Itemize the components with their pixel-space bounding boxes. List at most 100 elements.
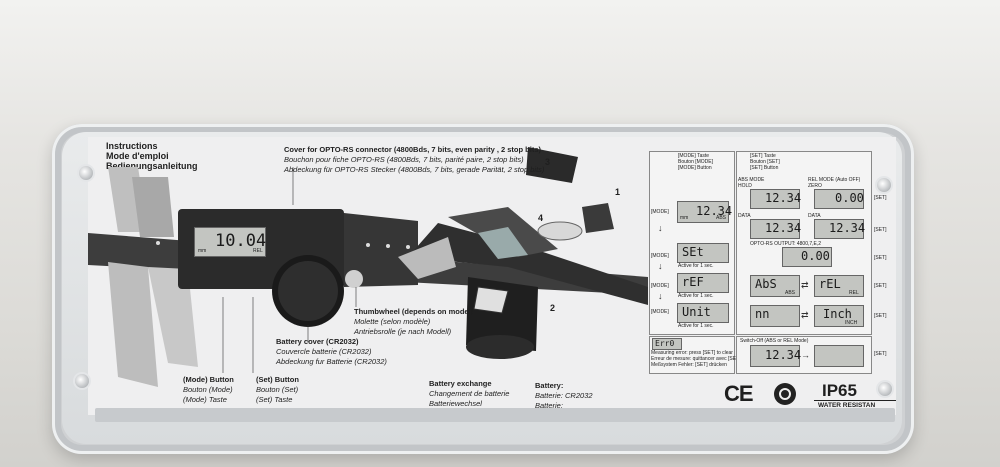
set-lcd-hold: 12.34 — [750, 189, 802, 209]
battery-cover-caption-de: Abdeckung fur Batterie (CR2032) — [276, 357, 387, 366]
mode-lcd-unit-value: Unit — [682, 305, 711, 319]
down-arrow-icon: ↓ — [658, 261, 663, 271]
opto-output-label: OPTO-RS OUTPUT: 4800,7,E,2 — [750, 241, 822, 247]
mode-lcd-unit-note: Active for 1 sec. — [678, 323, 714, 329]
thumbwheel-caption-fr: Molette (selon modèle) — [354, 317, 431, 326]
cover-caption-fr: Bouchon pour fiche OPTO-RS (4800Bds, 7 b… — [284, 155, 524, 164]
rel-mode-label: REL MODE (Auto OFF) — [808, 177, 861, 183]
mode-lcd-abs: 12.34 mm ABS — [677, 201, 733, 223]
caliper-lcd-mm: mm — [198, 248, 207, 254]
caliper-illustration — [88, 147, 648, 387]
mode-lcd-set: SEt — [677, 243, 729, 263]
exchange-arrow-icon: ⇄ — [801, 310, 809, 320]
step-1: 1 — [615, 187, 621, 197]
cover-caption-de: Abdeckung für OPTO-RS Stecker (4800Bds, … — [284, 165, 545, 174]
case-lip — [95, 408, 895, 422]
set-label-1: [SET] — [874, 195, 887, 201]
title-en: Instructions — [106, 141, 158, 151]
down-arrow-icon: ↓ — [658, 291, 663, 301]
set-header-de: [SET] Taste — [750, 153, 776, 159]
error-lcd: Err0 — [652, 338, 682, 350]
set-button-caption-fr: Bouton (Set) — [256, 385, 299, 394]
step-2: 2 — [550, 303, 556, 313]
instruction-sheet: Instructions Mode d'emploi Bedienungsanl… — [88, 137, 896, 415]
thumbwheel-caption-en: Thumbwheel (depends on model) — [354, 307, 474, 316]
set-lcd-mm: nn — [750, 305, 800, 327]
mode-lcd-ref-value: rEF — [682, 275, 704, 289]
set-header-fr: Bouton [SET] — [750, 159, 780, 165]
title-de: Bedienungsanleitung — [106, 161, 198, 171]
set-lcd-data-abs-value: 12.34 — [765, 221, 802, 235]
error-line-de: Meßsystem Fehler: [SET] drücken — [651, 362, 727, 368]
battery-caption-en: Battery: — [535, 381, 564, 390]
set-button-caption-de: (Set) Taste — [256, 395, 293, 404]
battery-caption-de: Batterie: — [535, 401, 563, 410]
rivet-bottom-left — [75, 374, 89, 388]
mode-lcd-abs-unit: mm — [680, 215, 689, 221]
mode-label-3: [MODE] — [651, 283, 669, 289]
mode-button-caption-fr: Bouton (Mode) — [183, 385, 233, 394]
caliper-lcd-rel: REL — [253, 248, 263, 254]
mode-label-1: [MODE] — [651, 209, 669, 215]
battery-cover-caption-en: Battery cover (CR2032) — [276, 337, 359, 346]
down-arrow-icon: ↓ — [658, 223, 663, 233]
set-lcd-abs: AbS ABS — [750, 275, 800, 297]
cover-caption-en: Cover for OPTO-RS connector (4800Bds, 7 … — [284, 145, 542, 154]
set-lcd-abs-value: AbS — [755, 277, 777, 291]
battery-exchange-caption-fr: Changement de batterie — [429, 389, 510, 398]
battery-exchange-caption-de: Batteriewechsel — [429, 399, 482, 408]
set-lcd-inch-value: Inch — [823, 307, 852, 321]
set-label-3: [SET] — [874, 255, 887, 261]
set-label-6: [SET] — [874, 351, 887, 357]
mode-button-caption-en: (Mode) Button — [183, 375, 234, 384]
exchange-arrow-icon: ⇄ — [801, 280, 809, 290]
error-line-fr: Erreur de mesure: quittancer avec [SET] — [651, 356, 741, 362]
error-line-en: Measuring error: press [SET] to clear — [651, 350, 733, 356]
switch-off-label: Switch-Off (ABS or REL Mode) — [740, 338, 809, 344]
set-lcd-abs-tag: ABS — [785, 290, 796, 296]
ip65-mark: IP65 — [822, 381, 857, 400]
water-resistant-label: WATER RESISTAN — [818, 402, 876, 409]
set-lcd-inch-tag: INCH — [845, 320, 858, 326]
mode-lcd-ref-note: Active for 1 sec. — [678, 293, 714, 299]
set-label-2: [SET] — [874, 227, 887, 233]
set-label-4: [SET] — [874, 283, 887, 289]
step-3: 3 — [545, 157, 551, 167]
title-fr: Mode d'emploi — [106, 151, 169, 161]
set-header-en: [SET] Button — [750, 165, 779, 171]
set-button-caption-en: (Set) Button — [256, 375, 299, 384]
set-lcd-zero: 0.00 — [814, 189, 864, 209]
caliper-lcd: 10.04 mm REL — [194, 227, 266, 257]
thumbwheel-caption-de: Antriebsrolle (je nach Modell) — [354, 327, 452, 336]
data-label-abs: DATA — [738, 213, 751, 219]
mode-lcd-abs-tag: ABS — [716, 215, 727, 221]
mode-label-4: [MODE] — [651, 309, 669, 315]
set-lcd-data-rel: 12.34 — [814, 219, 866, 239]
recycle-icon — [774, 383, 796, 405]
set-lcd-data-rel-value: 12.34 — [829, 221, 866, 235]
zero-label: ZERO — [808, 183, 822, 189]
hold-label: HOLD — [738, 183, 752, 189]
mode-lcd-unit: Unit — [677, 303, 729, 323]
set-lcd-mid: 0.00 — [782, 247, 832, 267]
step-4: 4 — [538, 213, 544, 223]
set-lcd-data-abs: 12.34 — [750, 219, 802, 239]
mode-lcd-set-value: SEt — [682, 245, 704, 259]
mode-header-de: [MODE] Taste — [678, 153, 710, 159]
set-lcd-rel-value: rEL — [819, 277, 841, 291]
mode-lcd-abs-value: 12.34 — [696, 204, 733, 218]
data-label-rel: DATA — [808, 213, 821, 219]
set-lcd-rel-tag: REL — [849, 290, 859, 296]
set-lcd-mm-value: nn — [755, 307, 770, 321]
mode-lcd-set-note: Active for 1 sec. — [678, 263, 714, 269]
battery-exchange-caption-en: Battery exchange — [429, 379, 492, 388]
rivet-top-left — [79, 166, 93, 180]
set-lcd-rel: rEL REL — [814, 275, 864, 297]
mode-header-en: [MODE] Button — [678, 165, 712, 171]
caliper-lcd-value: 10.04 — [215, 231, 267, 251]
set-column-panel — [736, 151, 872, 335]
set-lcd-hold-value: 12.34 — [765, 191, 802, 205]
mode-header-fr: Bouton [MODE] — [678, 159, 714, 165]
battery-caption-fr: Batterie: CR2032 — [535, 391, 593, 400]
rivet-top-right — [877, 178, 891, 192]
